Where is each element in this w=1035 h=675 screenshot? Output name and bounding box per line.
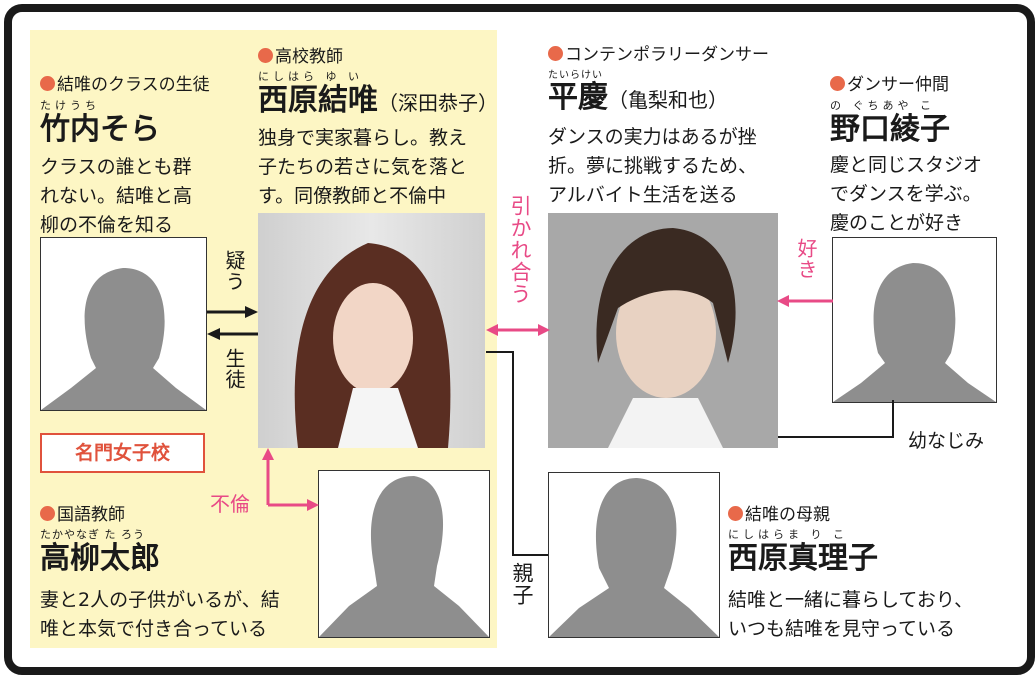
affair-label: 不倫: [210, 492, 250, 516]
likes-arrow: [777, 295, 833, 307]
bullet-dot-icon: [548, 46, 563, 61]
connector-line: [512, 351, 514, 556]
desc-line: でダンスを学ぶ。: [830, 183, 982, 205]
yui-desc: 独身で実家暮らし。教え 子たちの若さに気を落と す。同僚教師と不倫中: [258, 124, 498, 211]
childhood-friend-label: 幼なじみ: [908, 430, 985, 452]
kei-ruby: たいらけい: [548, 70, 603, 81]
noguchi-ruby: の ぐちあや こ: [830, 99, 935, 112]
takayanagi-ruby: たかやなぎ た ろう: [40, 528, 145, 541]
noguchi-category: ダンサー仲間: [830, 70, 982, 95]
arrow-left-icon: [777, 295, 789, 307]
mariko-silhouette: [548, 472, 720, 638]
desc-line: 独身で実家暮らし。教え: [258, 127, 468, 149]
kei-category: コンテンポラリーダンサー: [548, 40, 769, 65]
arrow-right-icon: [307, 499, 319, 511]
connector-line: [512, 554, 548, 556]
school-label: 名門女子校: [40, 433, 205, 473]
takayanagi-name: 高柳太郎: [40, 541, 160, 576]
connector-line: [892, 400, 894, 438]
noguchi-desc: 慶と同じスタジオ でダンスを学ぶ。 慶のことが好き: [830, 151, 982, 238]
attracted-label: 引かれ合う: [508, 195, 532, 305]
connector-line: [486, 351, 514, 353]
takayanagi-silhouette: [318, 470, 490, 638]
desc-line: 妻と2人の子供がいるが、結: [40, 589, 280, 611]
takayanagi-info: 国語教師 たかやなぎ た ろう 高柳太郎 妻と2人の子供がいるが、結 唯と本気で…: [40, 500, 280, 644]
takeuchi-info: 結唯のクラスの生徒 たけうち 竹内そら クラスの誰とも群 れない。結唯と高 柳の…: [40, 70, 210, 240]
desc-line: 慶と同じスタジオ: [830, 154, 983, 176]
category-text: 高校教師: [275, 47, 343, 67]
takeuchi-category: 結唯のクラスの生徒: [40, 70, 210, 95]
mariko-name: 西原真理子: [728, 541, 878, 576]
takayanagi-category: 国語教師: [40, 500, 280, 525]
takeuchi-desc: クラスの誰とも群 れない。結唯と高 柳の不倫を知る: [40, 153, 210, 240]
attracted-arrow: [486, 324, 550, 336]
desc-line: れない。結唯と高: [40, 185, 193, 207]
actor-name: （深田恭子）: [378, 91, 498, 115]
bullet-dot-icon: [40, 76, 55, 91]
takeuchi-silhouette: [40, 237, 207, 411]
desc-line: 折。夢に挑戦するため、: [548, 155, 758, 177]
arrow-up-icon: [262, 448, 274, 460]
desc-line: ダンスの実力はあるが挫: [548, 126, 757, 148]
takeuchi-name: 竹内そら: [40, 112, 160, 147]
category-text: 結唯の母親: [745, 505, 830, 525]
kei-desc: ダンスの実力はあるが挫 折。夢に挑戦するため、 アルバイト生活を送る: [548, 123, 769, 210]
mariko-ruby: にしはらま り こ: [728, 528, 848, 541]
noguchi-info: ダンサー仲間 の ぐちあや こ 野口綾子 慶と同じスタジオ でダンスを学ぶ。 慶…: [830, 70, 982, 238]
yui-category: 高校教師: [258, 42, 498, 67]
desc-line: 慶のことが好き: [830, 212, 964, 234]
bullet-dot-icon: [728, 506, 743, 521]
desc-line: いつも結唯を見守っている: [728, 618, 956, 640]
mariko-desc: 結唯と一緒に暮らしており、 いつも結唯を見守っている: [728, 586, 973, 644]
yui-info: 高校教師 にしはら ゆ い 西原結唯（深田恭子） 独身で実家暮らし。教え 子たち…: [258, 42, 498, 211]
student-label: 生徒: [222, 348, 246, 390]
category-text: ダンサー仲間: [847, 75, 949, 95]
bullet-dot-icon: [40, 506, 55, 521]
desc-line: 結唯と一緒に暮らしており、: [728, 589, 974, 611]
kei-name: 平慶（亀梨和也）: [548, 81, 769, 117]
suspect-label: 疑う: [222, 250, 246, 292]
mariko-category: 結唯の母親: [728, 500, 973, 525]
parent-child-label: 親子: [510, 562, 534, 606]
bullet-dot-icon: [258, 48, 273, 63]
bullet-dot-icon: [830, 76, 845, 91]
arrow-right-icon: [538, 324, 550, 336]
affair-arrow: [262, 448, 319, 511]
desc-line: クラスの誰とも群: [40, 156, 192, 178]
name-text: 平慶: [548, 80, 608, 115]
noguchi-name: 野口綾子: [830, 112, 950, 147]
likes-label: 好き: [794, 238, 818, 280]
category-text: コンテンポラリーダンサー: [565, 45, 769, 65]
desc-line: 子たちの若さに気を落と: [258, 156, 468, 178]
category-text: 国語教師: [57, 505, 125, 525]
arrow-left-icon: [207, 328, 220, 340]
mariko-info: 結唯の母親 にしはらま り こ 西原真理子 結唯と一緒に暮らしており、 いつも結…: [728, 500, 973, 644]
takeuchi-ruby: たけうち: [40, 99, 100, 112]
name-text: 西原結唯: [258, 83, 378, 118]
kei-photo: [548, 213, 778, 448]
takayanagi-desc: 妻と2人の子供がいるが、結 唯と本気で付き合っている: [40, 586, 280, 644]
category-text: 結唯のクラスの生徒: [57, 75, 210, 95]
desc-line: 柳の不倫を知る: [40, 214, 174, 236]
kei-info: コンテンポラリーダンサー たいらけい 平慶（亀梨和也） ダンスの実力はあるが挫 …: [548, 40, 769, 210]
desc-line: す。同僚教師と不倫中: [258, 185, 447, 207]
desc-line: アルバイト生活を送る: [548, 184, 738, 206]
yui-name: 西原結唯（深田恭子）: [258, 84, 498, 120]
noguchi-silhouette: [832, 237, 997, 403]
yui-ruby: にしはら ゆ い: [258, 70, 363, 83]
frame-border: [4, 4, 1035, 675]
arrow-right-icon: [245, 306, 258, 318]
suspect-student-arrows: [207, 306, 258, 340]
actor-name: （亀梨和也）: [608, 88, 728, 112]
connector-line: [778, 436, 894, 438]
arrow-left-icon: [486, 324, 498, 336]
desc-line: 唯と本気で付き合っている: [40, 618, 268, 640]
yui-photo: [258, 213, 485, 448]
